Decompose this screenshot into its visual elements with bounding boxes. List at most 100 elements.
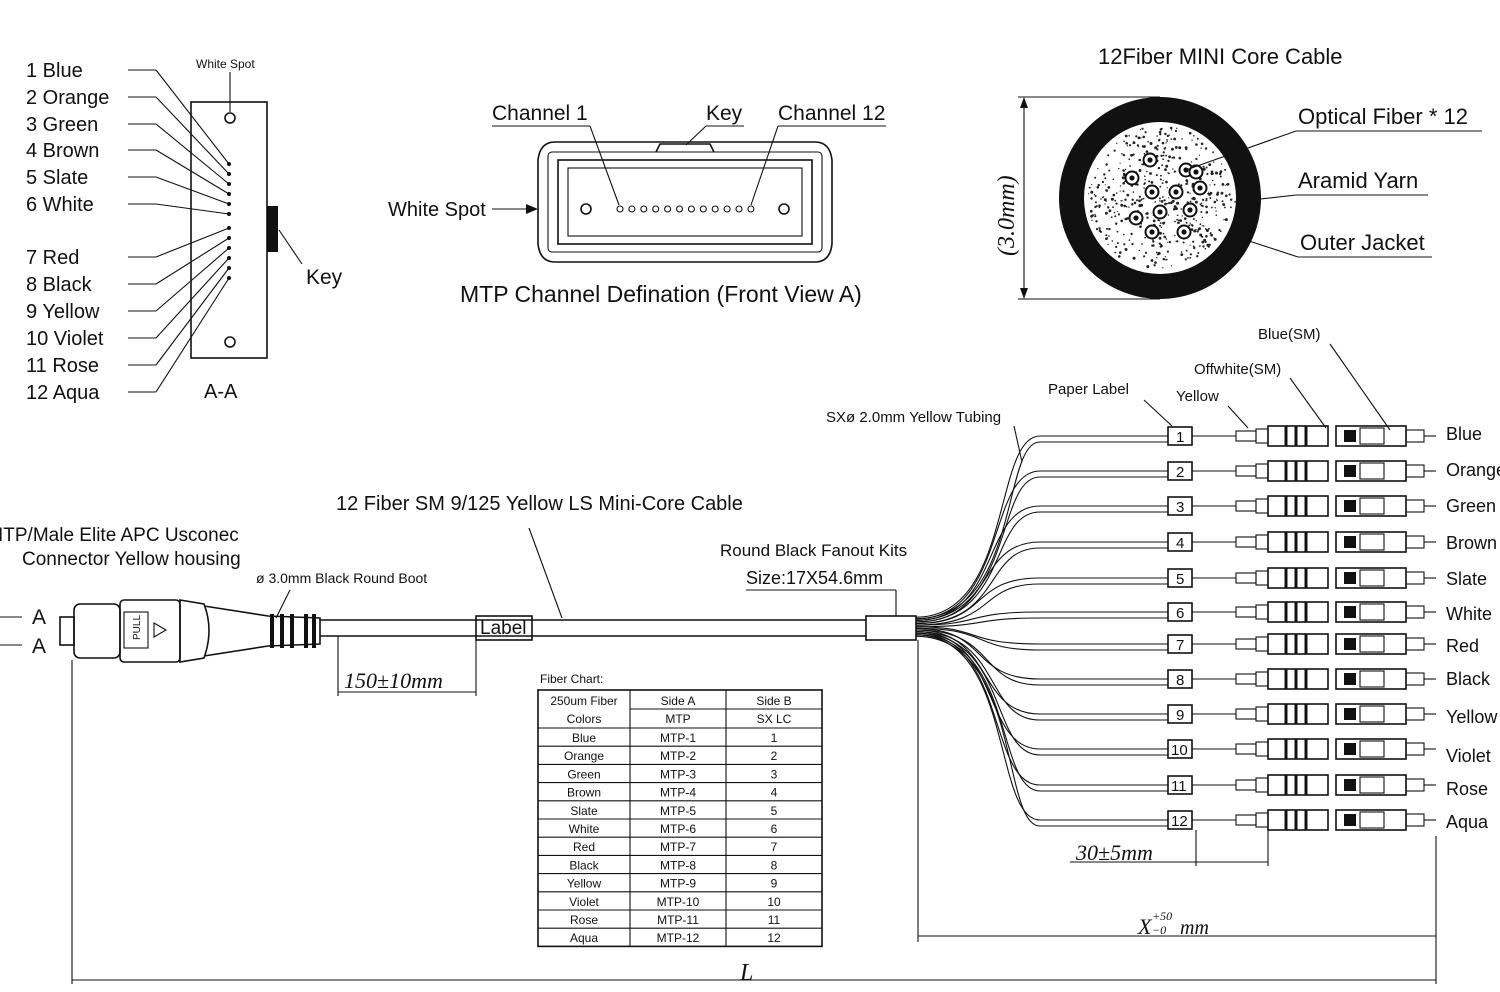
fanout-tube-edge xyxy=(915,634,1168,792)
yarn-dot xyxy=(1135,199,1138,202)
yarn-dot xyxy=(1132,153,1135,156)
yarn-dot xyxy=(1142,197,1145,200)
table-cell: Aqua xyxy=(570,931,598,945)
yarn-dot xyxy=(1144,175,1146,177)
yellow-sleeve xyxy=(1235,743,1257,755)
yarn-dot xyxy=(1211,206,1213,209)
lc-boot xyxy=(1267,495,1329,517)
yarn-dot xyxy=(1212,179,1214,182)
yarn-dot xyxy=(1144,236,1147,239)
yarn-dot xyxy=(1222,203,1226,206)
lc-ferrule xyxy=(1405,672,1425,686)
yarn-dot xyxy=(1189,192,1191,194)
pin-leader xyxy=(155,176,230,205)
table-cell: 4 xyxy=(771,786,778,800)
yarn-dot xyxy=(1098,229,1102,232)
lc-latch xyxy=(1344,708,1356,720)
yarn-dot xyxy=(1213,200,1217,204)
yarn-dot xyxy=(1138,249,1141,252)
yarn-dot xyxy=(1160,226,1163,228)
yellow-leader xyxy=(1227,405,1249,429)
yarn-dot xyxy=(1189,222,1191,224)
yarn-dot xyxy=(1166,250,1169,253)
yarn-dot xyxy=(1170,129,1173,131)
yarn-dot xyxy=(1201,204,1204,208)
section-mark-bottom: A xyxy=(32,635,46,658)
yarn-dot xyxy=(1188,131,1192,135)
pin-label: 7 Red xyxy=(26,247,79,269)
lc-body xyxy=(1359,811,1385,829)
yarn-dot xyxy=(1157,166,1161,170)
fiber-pin xyxy=(227,202,231,206)
fiber-pin xyxy=(227,172,231,176)
key-label: Key xyxy=(306,266,343,289)
crimp xyxy=(1255,463,1269,479)
yarn-dot xyxy=(1088,193,1090,195)
leg-number: 12 xyxy=(1171,813,1188,830)
lc-boot xyxy=(1267,774,1329,796)
pin-leader xyxy=(155,96,230,175)
yarn-dot xyxy=(1168,172,1170,175)
fanout-tube xyxy=(915,632,1168,786)
yarn-dot xyxy=(1216,199,1218,202)
fiber-core xyxy=(1147,157,1153,163)
yarn-dot xyxy=(1155,251,1158,254)
yarn-dot xyxy=(1118,167,1120,170)
fiber-core xyxy=(1197,185,1203,191)
yarn-dot xyxy=(1205,199,1208,202)
yarn-dot xyxy=(1164,202,1167,206)
yarn-dot xyxy=(1174,170,1177,173)
yarn-dot xyxy=(1150,181,1154,184)
table-cell: 5 xyxy=(771,804,778,818)
optical-fiber-label: Optical Fiber * 12 xyxy=(1298,104,1468,129)
fanout-tube-edge xyxy=(915,441,1168,620)
yarn-dot xyxy=(1212,161,1215,163)
lc-body xyxy=(1359,670,1385,688)
yellow-sleeve xyxy=(1235,500,1257,512)
table-header: 250um Fiber xyxy=(550,694,617,708)
yarn-dot xyxy=(1091,219,1093,221)
pin-leader xyxy=(155,123,230,185)
fiber-pin xyxy=(227,246,231,250)
leg-color-label: Yellow xyxy=(1446,707,1498,727)
yarn-dot xyxy=(1201,240,1205,244)
lc-latch xyxy=(1344,638,1356,650)
lc-body xyxy=(1359,705,1385,723)
fiber-pin xyxy=(227,256,231,260)
yarn-dot xyxy=(1170,201,1173,204)
lc-body xyxy=(1359,740,1385,758)
yarn-dot xyxy=(1147,140,1149,143)
yarn-dot xyxy=(1161,182,1164,185)
yarn-dot xyxy=(1125,206,1128,208)
yarn-dot xyxy=(1230,198,1233,201)
yarn-dot xyxy=(1180,251,1183,253)
dim-x-unit: mm xyxy=(1180,917,1209,939)
yarn-dot xyxy=(1123,204,1127,208)
yarn-dot xyxy=(1198,154,1201,156)
table-cell: Slate xyxy=(570,804,598,818)
yarn-dot xyxy=(1097,183,1100,187)
crimp xyxy=(1255,812,1269,828)
yarn-dot xyxy=(1108,169,1111,172)
yarn-dot xyxy=(1218,172,1222,176)
yarn-dot xyxy=(1128,158,1131,161)
yellow-sleeve xyxy=(1235,673,1257,685)
lc-latch xyxy=(1344,606,1356,618)
yarn-dot xyxy=(1201,235,1204,238)
yarn-dot xyxy=(1168,134,1171,136)
yarn-dot xyxy=(1094,215,1097,218)
yarn-dot xyxy=(1105,189,1107,191)
yarn-dot xyxy=(1170,265,1173,267)
lc-latch xyxy=(1344,465,1356,477)
yarn-dot xyxy=(1143,183,1146,186)
lc-latch xyxy=(1344,673,1356,685)
yarn-dot xyxy=(1180,208,1182,210)
yarn-dot xyxy=(1154,261,1157,264)
yarn-dot xyxy=(1208,227,1210,230)
dim-arrow-bottom xyxy=(1020,288,1028,299)
yarn-dot xyxy=(1176,127,1178,129)
yarn-dot xyxy=(1102,196,1105,198)
yarn-dot xyxy=(1164,132,1167,136)
fanout-kit xyxy=(865,615,917,641)
